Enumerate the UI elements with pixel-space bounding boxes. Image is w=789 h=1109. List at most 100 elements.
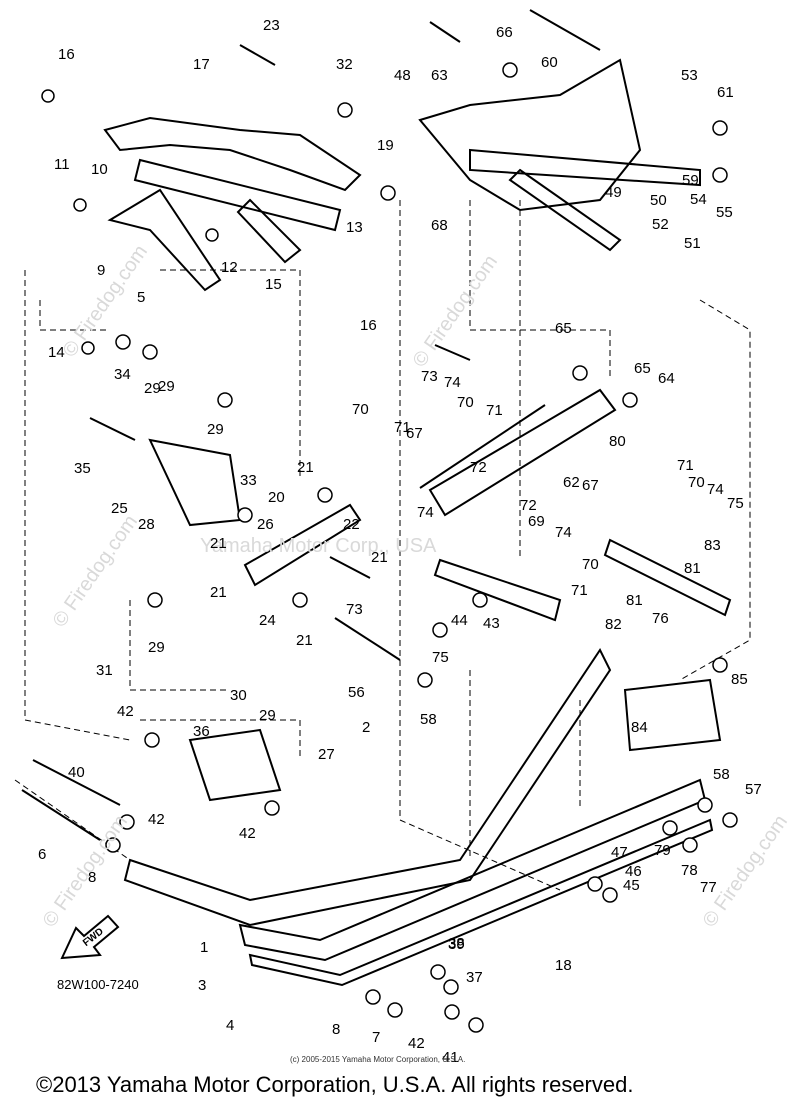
callout-label: 66 [496, 24, 513, 41]
callout-label: 16 [58, 46, 75, 63]
callout-label: 70 [352, 401, 369, 418]
callout-label: 49 [605, 184, 622, 201]
rear-pivot-arm [418, 58, 642, 212]
callout-label: 63 [431, 67, 448, 84]
left-bracket [107, 188, 222, 292]
callout-label: 71 [486, 402, 503, 419]
copyright-notice: ©2013 Yamaha Motor Corporation, U.S.A. A… [36, 1072, 634, 1097]
callout-label: 71 [394, 419, 411, 436]
callout-label: 72 [470, 459, 487, 476]
front-pivot-shaft [133, 158, 342, 232]
callout-label: 23 [263, 17, 280, 34]
callout-label: 42 [148, 811, 165, 828]
callout-label: 13 [346, 219, 363, 236]
callout-label: 6 [38, 846, 47, 863]
callout-label: 76 [652, 610, 669, 627]
callout-label: 42 [408, 1035, 425, 1052]
callout-label: 21 [210, 584, 227, 601]
callout-label: 58 [713, 766, 730, 783]
front-idler-bracket [188, 728, 282, 802]
callout-label: 58 [420, 711, 437, 728]
callout-label: 64 [658, 370, 675, 387]
callout-label: 48 [394, 67, 411, 84]
callout-label: 29 [144, 380, 161, 397]
callout-label: 81 [684, 560, 701, 577]
callout-label: 5 [137, 289, 146, 306]
callout-label: 20 [268, 489, 285, 506]
callout-label: 67 [406, 425, 423, 442]
drawing-code: 82W100-7240 [57, 977, 139, 992]
rail-runner [248, 818, 714, 987]
callout-label: 68 [431, 217, 448, 234]
callout-label: 9 [97, 262, 106, 279]
callout-label: 24 [259, 612, 276, 629]
callout-label: 73 [346, 601, 363, 618]
callout-label: 61 [717, 84, 734, 101]
rear-idler-plate [623, 678, 722, 752]
callout-label: 79 [654, 842, 671, 859]
front-shock [243, 503, 362, 587]
callout-label: 69 [528, 513, 545, 530]
callout-label: 25 [111, 500, 128, 517]
callout-label: 65 [634, 360, 651, 377]
callout-label: 84 [631, 719, 648, 736]
callout-label: 16 [360, 317, 377, 334]
rear-arm-bracket [433, 558, 562, 622]
callout-label: 29 [207, 421, 224, 438]
callout-label: 42 [117, 703, 134, 720]
callout-label: 70 [582, 556, 599, 573]
callout-label: 34 [114, 366, 131, 383]
callout-label: 43 [483, 615, 500, 632]
fwd-arrow [60, 914, 120, 960]
callout-label: 81 [626, 592, 643, 609]
callout-label: 11 [54, 156, 70, 173]
callout-label: 50 [650, 192, 667, 209]
callout-label: 29 [259, 707, 276, 724]
callout-label: 55 [716, 204, 733, 221]
callout-label: 35 [74, 460, 91, 477]
callout-label: 74 [444, 374, 461, 391]
front-pivot-arm [103, 116, 362, 192]
callout-label: 18 [555, 957, 572, 974]
rear-shaft [469, 148, 701, 187]
callout-label: 57 [745, 781, 762, 798]
rear-axle [603, 538, 732, 617]
rear-lower-tube [508, 168, 622, 252]
callout-label: 2 [362, 719, 371, 736]
callout-label: 74 [417, 504, 434, 521]
callout-label: 75 [432, 649, 449, 666]
callout-label: 41 [442, 1049, 459, 1066]
callout-label: 8 [332, 1021, 341, 1038]
callout-label: 29 [148, 639, 165, 656]
center-link [148, 438, 242, 527]
callout-label: 83 [704, 537, 721, 554]
callout-label: 27 [318, 746, 335, 763]
callout-label: 62 [563, 474, 580, 491]
callout-label: 32 [336, 56, 353, 73]
callout-label: 56 [348, 684, 365, 701]
callout-label: 44 [451, 612, 468, 629]
callout-label: 21 [210, 535, 227, 552]
callout-label: 73 [421, 368, 438, 385]
callout-label: 72 [520, 497, 537, 514]
callout-label: 19 [377, 137, 394, 154]
callout-label: 53 [681, 67, 698, 84]
callout-label: 37 [466, 969, 483, 986]
callout-label: 31 [96, 662, 113, 679]
callout-label: 3 [198, 977, 207, 994]
callout-label: 67 [582, 477, 599, 494]
callout-label: 40 [68, 764, 85, 781]
callout-label: 21 [296, 632, 313, 649]
callout-label: 85 [731, 671, 748, 688]
callout-label: 71 [571, 582, 588, 599]
callout-label: 70 [688, 474, 705, 491]
callout-label: 47 [611, 844, 628, 861]
callout-label: 65 [555, 320, 572, 337]
callout-label: 59 [682, 172, 699, 189]
callout-label: 82 [605, 616, 622, 633]
watermark-center: Yamaha Motor Corp., USA [200, 535, 437, 557]
callout-label: 26 [257, 516, 274, 533]
callout-label: 60 [541, 54, 558, 71]
